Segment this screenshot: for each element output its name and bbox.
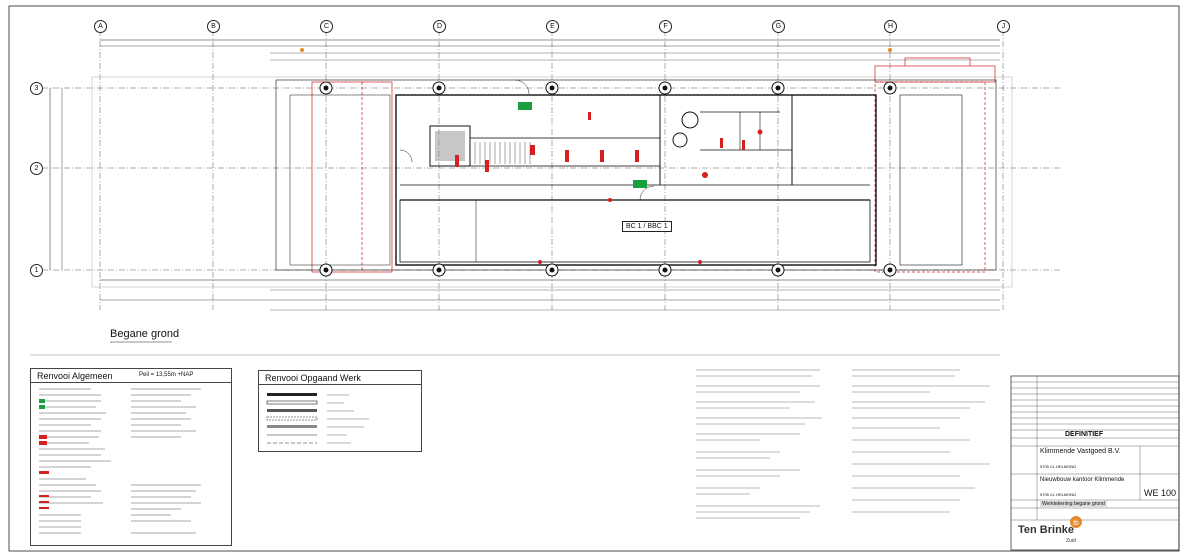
project-name: Nieuwbouw kantoor Klimmende <box>1040 477 1125 483</box>
drawing-number: WE 100 <box>1144 488 1177 498</box>
drawing-status: DEFINITIEF <box>1065 431 1104 438</box>
grid-bubble-f: F <box>659 20 672 33</box>
grid-bubble-a: A <box>94 20 107 33</box>
grid-bubble-j: J <box>997 20 1010 33</box>
legend-general-panel: Renvooi Algemeen Peil = 13,55m +NAP <box>30 368 232 546</box>
company-logo-text: Ten Brinke <box>1018 524 1075 536</box>
legend-work-panel: Renvooi Opgaand Werk <box>258 370 422 452</box>
grid-bubble-e: E <box>546 20 559 33</box>
company-sub: Zuid <box>1066 538 1076 544</box>
project-city: 5705 CL HELMOND <box>1040 492 1077 497</box>
legend-peil: Peil = 13,55m +NAP <box>139 372 194 378</box>
grid-bubble-3: 3 <box>30 82 43 95</box>
room-label: BC 1 / BBC 1 <box>622 221 672 232</box>
grid-bubble-c: C <box>320 20 333 33</box>
legend-work-symbols <box>266 393 369 444</box>
legend-work-title: Renvooi Opgaand Werk <box>265 373 361 383</box>
grid-bubble-1: 1 <box>30 264 43 277</box>
plan-caption: Begane grond <box>110 328 180 340</box>
svg-text:tb: tb <box>1073 520 1079 527</box>
client-name: Klimmende Vastgoed B.V. <box>1040 448 1121 455</box>
grid-bubble-g: G <box>772 20 785 33</box>
drawing-title: Werktekening begane grond <box>1040 501 1107 507</box>
grid-bubble-b: B <box>207 20 220 33</box>
legend-general-title: Renvooi Algemeen <box>37 371 113 381</box>
grid-bubble-h: H <box>884 20 897 33</box>
grid-bubble-2: 2 <box>30 162 43 175</box>
legend-general-symbols <box>39 388 201 534</box>
client-city: 5705 CL HELMOND <box>1040 464 1077 469</box>
grid-bubble-d: D <box>433 20 446 33</box>
